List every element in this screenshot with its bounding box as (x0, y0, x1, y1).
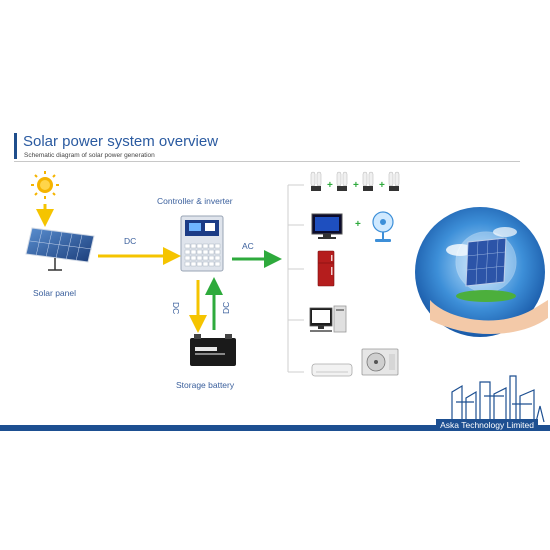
sun-icon (31, 171, 59, 199)
page-subtitle: Schematic diagram of solar power generat… (24, 152, 155, 159)
refrigerator-icon (317, 250, 335, 287)
panel-to-controller-dc-label: DC (124, 236, 137, 246)
svg-text:+: + (379, 180, 385, 191)
lamp-icon: + + + (310, 171, 400, 191)
plus-icon: + (355, 219, 361, 230)
solar-panel-label: Solar panel (33, 288, 77, 298)
air-conditioner-icon (311, 348, 399, 377)
globe-hand-icon (415, 207, 548, 337)
factory-illustration (451, 375, 545, 423)
footer-company: Aska Technology Limited (436, 419, 538, 431)
computer-icon (309, 305, 347, 333)
page-title: Solar power system overview (23, 133, 219, 150)
controller-inverter-icon (180, 215, 224, 272)
footer-bar (0, 425, 550, 431)
controller-label: Controller & inverter (157, 196, 233, 206)
loads-bracket (287, 184, 304, 373)
title-divider (14, 161, 520, 162)
svg-text:+: + (353, 180, 359, 191)
tv-icon (311, 213, 343, 239)
title-accent-bar (14, 133, 17, 159)
fan-icon (372, 211, 394, 242)
solar-panel-icon (25, 227, 95, 271)
battery-label: Storage battery (176, 380, 235, 390)
controller-to-battery-dc-label: DC (171, 302, 181, 315)
battery-icon (190, 334, 236, 366)
controller-to-loads-ac-label: AC (242, 241, 254, 251)
svg-text:+: + (327, 180, 333, 191)
battery-to-controller-dc-label: DC (221, 301, 231, 314)
